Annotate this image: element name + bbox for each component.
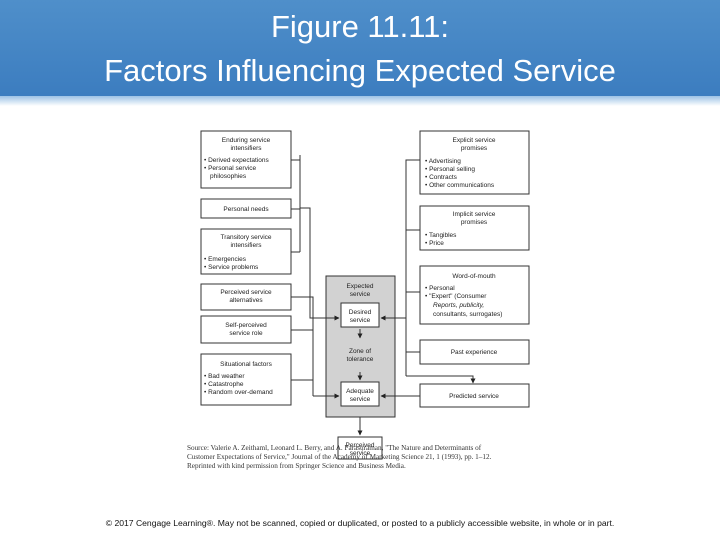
box-adequate-service xyxy=(340,381,380,407)
predicted-service-label: Predicted service xyxy=(449,393,499,400)
situational-bullet2: • Catastrophe xyxy=(204,381,244,388)
expected-service-l1: Expected xyxy=(346,283,373,290)
box-desired-service xyxy=(340,302,380,328)
explicit-heading1: Explicit service xyxy=(453,137,496,144)
personal-needs-label: Personal needs xyxy=(223,206,269,213)
zone-of-tolerance-l2: tolerance xyxy=(347,356,374,363)
expected-service-l2: service xyxy=(350,291,371,298)
adequate-service-l1: Adequate xyxy=(346,388,374,395)
implicit-bullet1: • Tangibles xyxy=(425,232,457,239)
box-explicit-promises xyxy=(419,130,530,195)
slide-title-line2: Factors Influencing Expected Service xyxy=(104,53,616,88)
enduring-bullet1: • Derived expectations xyxy=(204,157,270,164)
source-line2: Customer Expectations of Service," Journ… xyxy=(187,453,492,461)
desired-service-l2: service xyxy=(350,317,371,324)
copyright-notice: © 2017 Cengage Learning®. May not be sca… xyxy=(105,518,615,528)
situational-heading: Situational factors xyxy=(220,361,272,368)
box-past-experience xyxy=(419,339,530,365)
source-citation: Source: Valerie A. Zeithaml, Leonard L. … xyxy=(187,444,547,471)
transitory-bullet2: • Service problems xyxy=(204,264,259,271)
transitory-heading2: intensifiers xyxy=(230,242,262,249)
explicit-bullet1: • Advertising xyxy=(425,158,461,165)
source-line3: Reprinted with kind permission from Spri… xyxy=(187,462,406,470)
enduring-bullet2: • Personal service xyxy=(204,165,257,172)
wom-heading: Word-of-mouth xyxy=(452,273,496,280)
situational-bullet1: • Bad weather xyxy=(204,373,245,380)
perceived-service-l1: Perceived xyxy=(346,442,375,449)
perceived-service-l2: service xyxy=(350,450,371,457)
enduring-heading2: intensifiers xyxy=(230,145,262,152)
explicit-bullet4: • Other communications xyxy=(425,182,495,189)
perceived-alternatives-l2: alternatives xyxy=(229,297,263,304)
box-enduring-intensifiers xyxy=(200,130,292,189)
source-line1: Source: Valerie A. Zeithaml, Leonard L. … xyxy=(187,444,482,452)
box-perceived-service xyxy=(337,436,383,460)
explicit-bullet2: • Personal selling xyxy=(425,166,475,173)
explicit-bullet3: • Contracts xyxy=(425,174,458,181)
title-bar-fade xyxy=(0,96,720,106)
implicit-heading1: Implicit service xyxy=(453,211,496,218)
box-word-of-mouth xyxy=(419,265,530,325)
past-experience-label: Past experience xyxy=(451,349,498,356)
wom-bullet2: • "Expert" (Consumer xyxy=(425,293,487,300)
wom-bullet4: consultants, surrogates) xyxy=(433,311,502,318)
enduring-bullet3: philosophies xyxy=(210,173,247,180)
enduring-heading1: Enduring service xyxy=(222,137,271,144)
implicit-heading2: promises xyxy=(461,219,488,226)
box-implicit-promises xyxy=(419,205,530,251)
title-bar xyxy=(0,0,720,100)
wom-bullet3: Reports, publicity, xyxy=(433,302,484,309)
adequate-service-l2: service xyxy=(350,396,371,403)
transitory-bullet1: • Emergencies xyxy=(204,256,247,263)
self-perceived-role-l2: service role xyxy=(229,330,263,337)
slide-title-line1: Figure 11.11: xyxy=(270,9,450,44)
zone-of-tolerance-l1: Zone of xyxy=(349,348,371,355)
transitory-heading1: Transitory service xyxy=(220,234,271,241)
perceived-alternatives-l1: Perceived service xyxy=(220,289,272,296)
box-situational-factors xyxy=(200,353,292,406)
explicit-heading2: promises xyxy=(461,145,488,152)
self-perceived-role-l1: Self-perceived xyxy=(225,322,267,329)
situational-bullet3: • Random over-demand xyxy=(204,389,273,396)
wom-bullet1: • Personal xyxy=(425,285,455,292)
implicit-bullet2: • Price xyxy=(425,240,444,247)
desired-service-l1: Desired xyxy=(349,309,372,316)
